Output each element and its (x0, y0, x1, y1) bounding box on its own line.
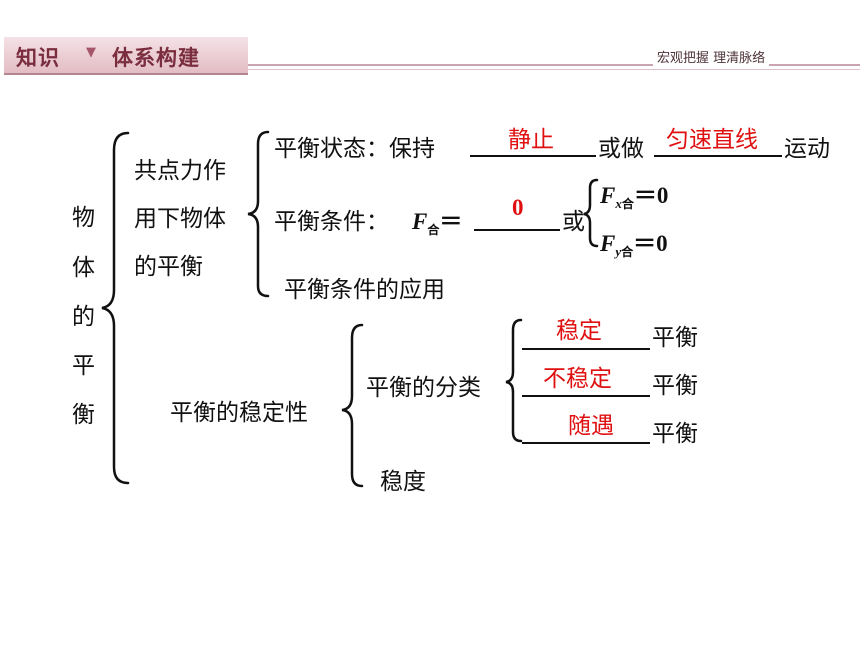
type-answer-1: 稳定 (556, 318, 602, 344)
state-blank-1 (470, 155, 596, 157)
type-blank-2 (522, 395, 650, 397)
fx-he: 合 (621, 197, 634, 211)
branch1-label-line3: 的平衡 (134, 254, 203, 280)
triangle-down-icon: ▼ (86, 45, 96, 60)
brace-branch2 (341, 323, 364, 488)
fx-symbol: F (600, 183, 616, 208)
header-subtitle: 宏观把握 理清脉络 (653, 47, 770, 66)
condition-or: 或 (562, 209, 585, 235)
fy-sub: y (615, 244, 622, 259)
fy-he: 合 (621, 245, 634, 259)
brace-types (505, 318, 523, 443)
state-or-text: 或做 (598, 136, 644, 162)
application-text: 平衡条件的应用 (284, 277, 445, 303)
root-char-5: 衡 (72, 402, 95, 428)
type-answer-2: 不稳定 (543, 366, 612, 392)
state-end-text: 运动 (784, 136, 830, 162)
header-title-right: 体系构建 (112, 46, 200, 70)
header-title-left: 知识 (16, 46, 60, 70)
fy-symbol: F (600, 231, 616, 256)
classification-text: 平衡的分类 (366, 375, 481, 401)
state-blank-2 (654, 155, 782, 157)
equation-y: Fy合＝0 (600, 224, 668, 260)
equation-x: Fx合＝0 (600, 176, 668, 212)
fx-sub: x (615, 196, 622, 211)
brace-equations (583, 178, 599, 248)
force-symbol: F (412, 209, 428, 234)
header-rule (248, 64, 860, 66)
degree-text: 稳度 (380, 469, 426, 495)
type-answer-3: 随遇 (568, 413, 614, 439)
type-suffix-3: 平衡 (652, 421, 698, 447)
state-answer-2: 匀速直线 (666, 127, 758, 153)
header-tab (4, 37, 248, 75)
fx-rhs: ＝0 (633, 183, 669, 208)
condition-blank (474, 229, 560, 231)
header-rule-thin (248, 69, 860, 70)
brace-branch1 (247, 130, 270, 298)
state-text: 平衡状态：保持 (274, 136, 435, 162)
fy-rhs: ＝0 (633, 231, 668, 256)
root-char-4: 平 (72, 353, 95, 379)
root-char-1: 物 (72, 205, 95, 231)
condition-formula: F合＝ (412, 202, 462, 238)
type-blank-1 (522, 348, 650, 350)
type-suffix-2: 平衡 (652, 373, 698, 399)
equals-sign: ＝ (439, 209, 463, 234)
root-char-2: 体 (72, 255, 95, 281)
type-blank-3 (522, 442, 650, 444)
branch1-label-line1: 共点力作 (134, 158, 226, 184)
root-char-3: 的 (72, 304, 95, 330)
branch2-label: 平衡的稳定性 (170, 400, 308, 426)
type-suffix-1: 平衡 (652, 325, 698, 351)
condition-answer: 0 (512, 195, 524, 220)
state-answer-1: 静止 (508, 127, 554, 153)
brace-root (101, 131, 130, 485)
condition-text: 平衡条件： (274, 209, 389, 235)
branch1-label-line2: 用下物体 (134, 206, 226, 232)
section-header: 知识 ▼ 体系构建 宏观把握 理清脉络 (0, 0, 860, 80)
force-subscript: 合 (427, 223, 440, 237)
